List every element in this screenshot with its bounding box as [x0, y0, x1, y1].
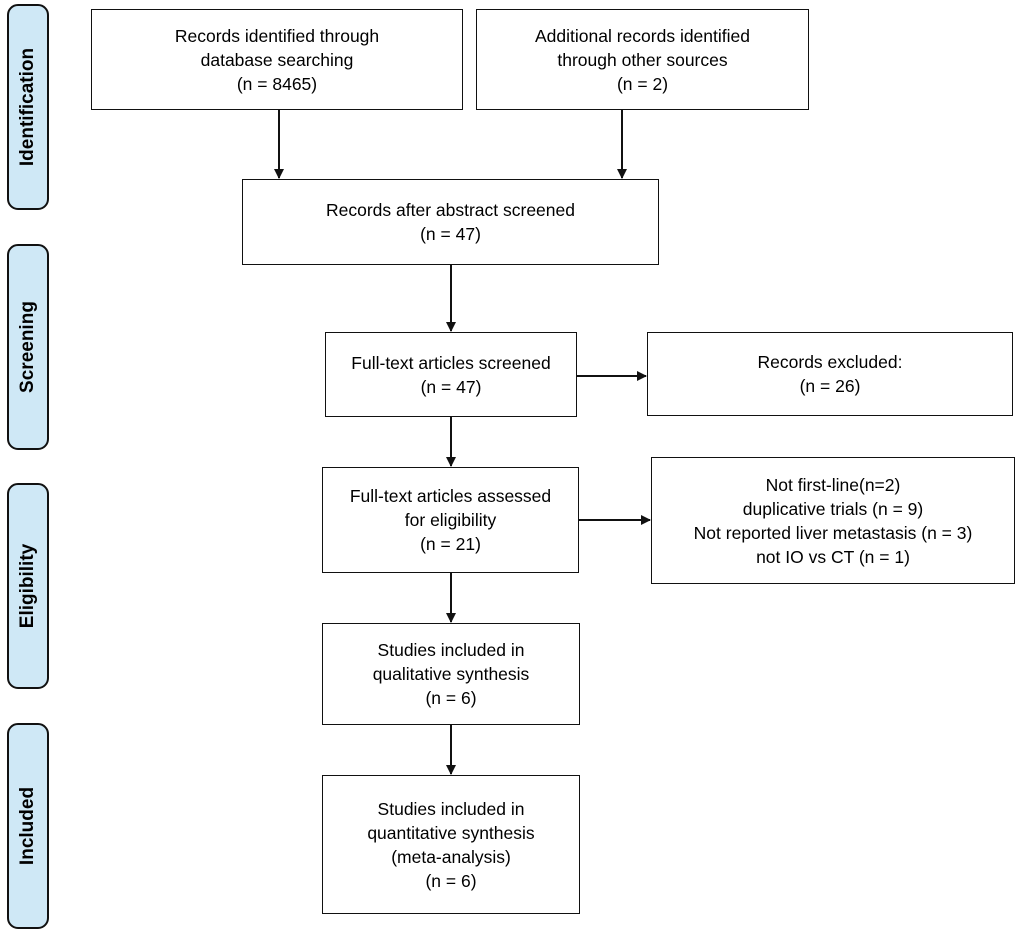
box-line: (n = 8465)	[236, 73, 318, 94]
box-line: qualitative synthesis	[372, 664, 530, 684]
database-records-box: Records identified through database sear…	[91, 9, 463, 110]
box-line: Records after abstract screened	[325, 200, 575, 220]
box-line: (n = 47)	[420, 224, 481, 244]
quantitative-synthesis-box: Studies included in quantitative synthes…	[322, 775, 580, 914]
box-line: quantitative synthesis	[367, 822, 535, 843]
fulltext-assessed-box: Full-text articles assessed for eligibil…	[322, 467, 579, 573]
box-line: (n = 21)	[420, 534, 481, 554]
box-line: through other sources	[557, 49, 728, 70]
box-line: (n = 6)	[425, 688, 477, 708]
phase-eligibility: Eligibility	[7, 483, 49, 689]
box-line: Studies included in	[377, 798, 525, 819]
box-line: Records excluded:	[757, 352, 903, 372]
fulltext-screened-box: Full-text articles screened (n = 47)	[325, 332, 577, 417]
box-line: (meta-analysis)	[391, 846, 511, 867]
box-line: database searching	[200, 49, 354, 70]
box-line: Additional records identified	[535, 25, 750, 46]
phase-included: Included	[7, 723, 49, 929]
box-line: Full-text articles screened	[351, 352, 551, 373]
box-line: duplicative trials (n = 9)	[742, 498, 924, 519]
phase-identification: Identification	[7, 4, 49, 210]
box-line: (n = 47)	[420, 376, 482, 397]
box-line: (n = 6)	[425, 870, 477, 891]
qualitative-synthesis-box: Studies included in qualitative synthesi…	[322, 623, 580, 725]
box-line: Not first-line(n=2)	[765, 474, 901, 495]
box-line: (n = 26)	[799, 376, 861, 396]
box-line: Studies included in	[377, 640, 525, 660]
box-line: (n = 2)	[616, 73, 669, 94]
exclusion-reasons-box: Not first-line(n=2) duplicative trials (…	[651, 457, 1015, 584]
box-line: Full-text articles assessed	[349, 486, 552, 506]
other-records-box: Additional records identified through ot…	[476, 9, 809, 110]
box-line: for eligibility	[404, 510, 497, 530]
phase-screening: Screening	[7, 244, 49, 450]
box-line: not IO vs CT (n = 1)	[756, 546, 910, 567]
box-line: Not reported liver metastasis (n = 3)	[693, 522, 973, 543]
records-excluded-box: Records excluded: (n = 26)	[647, 332, 1013, 416]
abstract-screened-box: Records after abstract screened (n = 47)	[242, 179, 659, 265]
box-line: Records identified through	[174, 25, 380, 46]
